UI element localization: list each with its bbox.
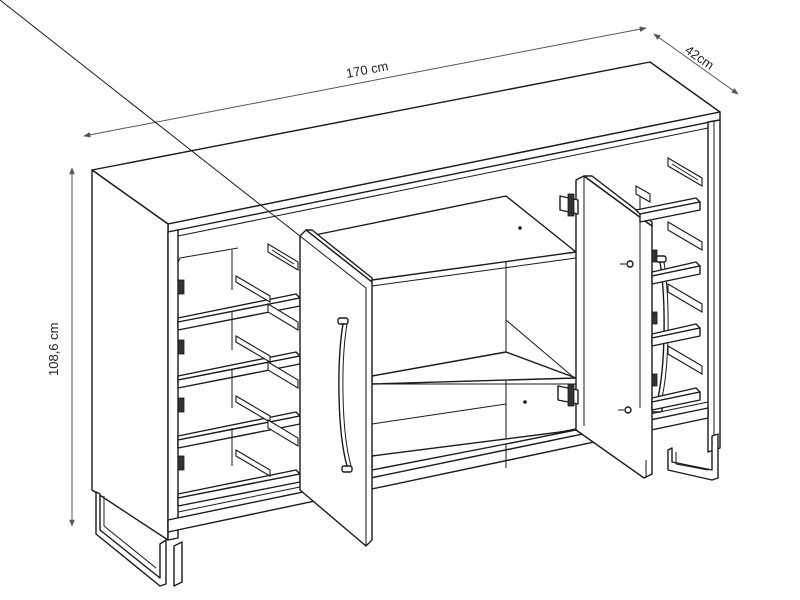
drawer-slide-icon: [635, 157, 703, 387]
left-leg: [95, 491, 183, 587]
right-leg: [645, 433, 719, 481]
depth-label: 42cm: [682, 42, 717, 73]
width-label: 170 cm: [345, 58, 390, 81]
drawer-slide-icon: [177, 279, 185, 471]
door-handle-icon: [337, 317, 353, 473]
right-drawer-section: [635, 157, 703, 411]
screw-icon: [618, 260, 634, 414]
left-door: [0, 0, 373, 547]
drawer-slide-icon: [235, 243, 299, 477]
height-label: 108,6 cm: [46, 323, 61, 376]
hinge-icon: [557, 193, 579, 407]
right-side-panel: [707, 119, 721, 453]
right-door: [557, 175, 669, 479]
dimension-arrow-icon: [83, 26, 647, 138]
dimension-height: 108,6 cm: [46, 167, 75, 527]
dimension-arrow-icon: [653, 33, 739, 95]
left-drawer-section: [177, 243, 301, 507]
left-side-panel: [91, 169, 179, 541]
